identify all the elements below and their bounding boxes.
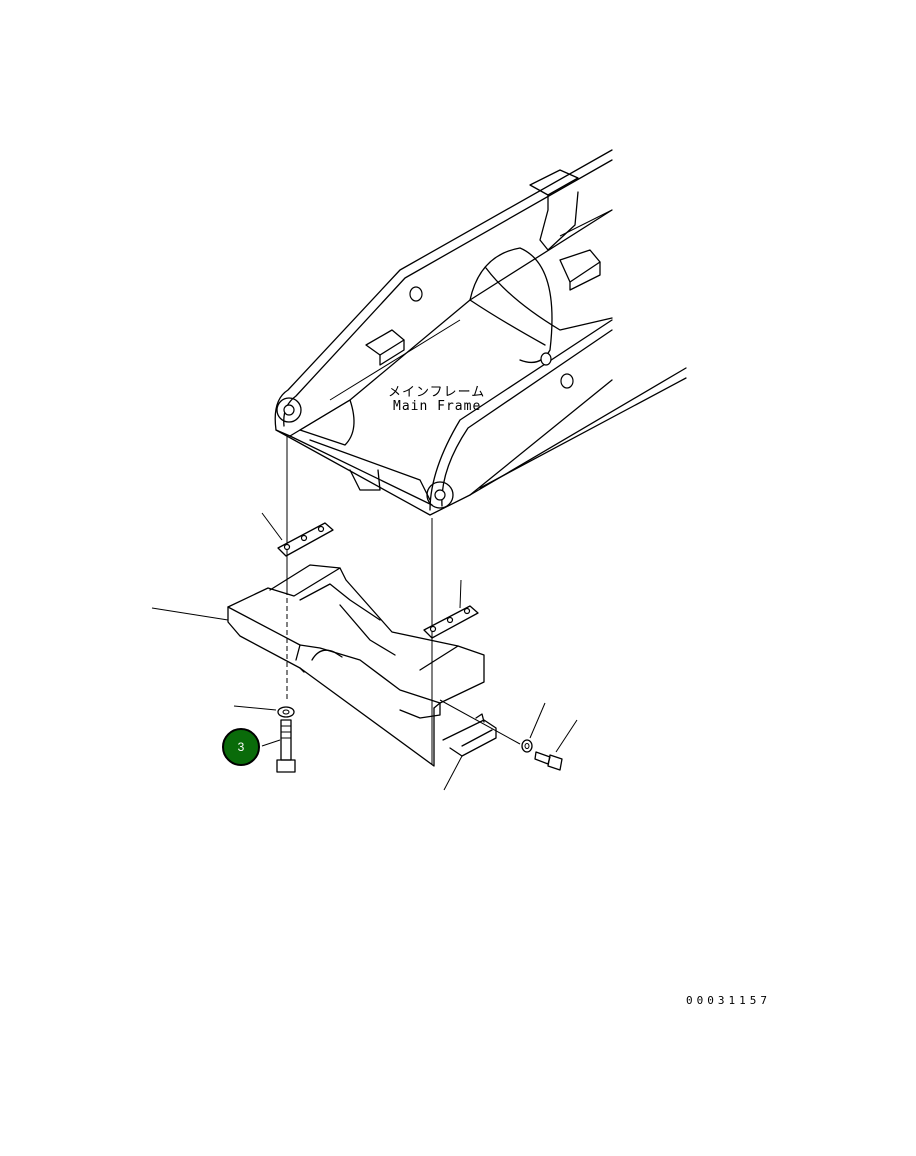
bolt-left: [261, 719, 296, 773]
shim-plate-right: [423, 579, 479, 639]
washer-right: [439, 699, 546, 753]
bottom-block: [151, 564, 485, 767]
clip-bracket: [442, 713, 497, 791]
bolt-right: [534, 719, 578, 771]
main-frame: [274, 149, 687, 516]
main-frame-label-jp: メインフレーム: [388, 385, 486, 400]
drawing-code: 00031157: [686, 994, 771, 1007]
shim-plate-left: [261, 512, 334, 557]
main-frame-label-en: Main Frame: [393, 399, 482, 414]
washer-left: [233, 705, 295, 718]
callout-3-button[interactable]: 3: [222, 728, 260, 766]
